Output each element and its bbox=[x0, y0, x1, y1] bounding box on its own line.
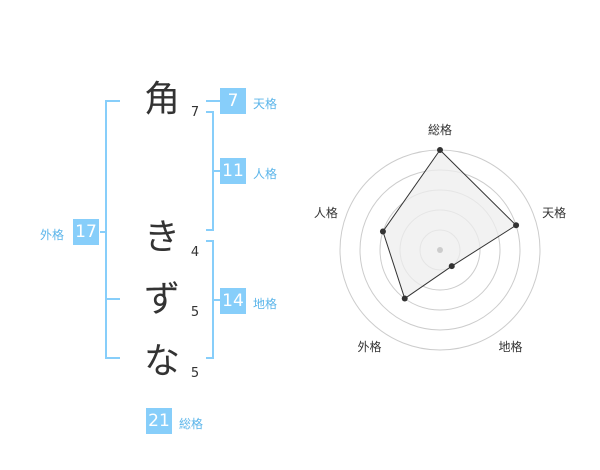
radar-point-2 bbox=[513, 222, 520, 229]
stroke-count-4: 5 bbox=[190, 366, 200, 381]
radar-axis-label-4: 外格 bbox=[357, 339, 381, 354]
soukaku-label: 総格 bbox=[179, 417, 204, 431]
radar-axis-label-5: 人格 bbox=[314, 205, 338, 220]
tenkaku-label: 天格 bbox=[253, 97, 278, 111]
name-char-4: な bbox=[143, 341, 180, 382]
radar-series-area bbox=[382, 149, 517, 300]
radar-point-1 bbox=[437, 147, 443, 153]
stroke-count-2: 4 bbox=[190, 245, 200, 260]
name-char-2: き bbox=[143, 217, 180, 258]
radar-point-3 bbox=[448, 263, 455, 270]
radar-axis-label-3: 地格 bbox=[499, 339, 523, 354]
name-char-1: 角 bbox=[143, 79, 180, 120]
tenkaku-value-box: 7 bbox=[220, 88, 246, 114]
gaikaku-bracket bbox=[105, 100, 120, 359]
name-char-3: ず bbox=[143, 279, 180, 320]
radar-point-4 bbox=[401, 295, 408, 302]
chikaku-value-box: 14 bbox=[220, 288, 246, 314]
jinkaku-label: 人格 bbox=[253, 167, 278, 181]
chikaku-label: 地格 bbox=[253, 297, 278, 311]
gaikaku-value-box: 17 bbox=[73, 219, 99, 245]
radar-axis-label-2: 天格 bbox=[542, 205, 566, 220]
radar-point-5 bbox=[379, 228, 386, 235]
stroke-count-3: 5 bbox=[190, 305, 200, 320]
gaikaku-label: 外格 bbox=[40, 228, 65, 242]
soukaku-value-box: 21 bbox=[146, 408, 172, 434]
stroke-count-1: 7 bbox=[190, 105, 200, 120]
radar-center-dot bbox=[437, 247, 443, 253]
jinkaku-value-box: 11 bbox=[220, 158, 246, 184]
radar-axis-label-1: 総格 bbox=[428, 122, 452, 137]
